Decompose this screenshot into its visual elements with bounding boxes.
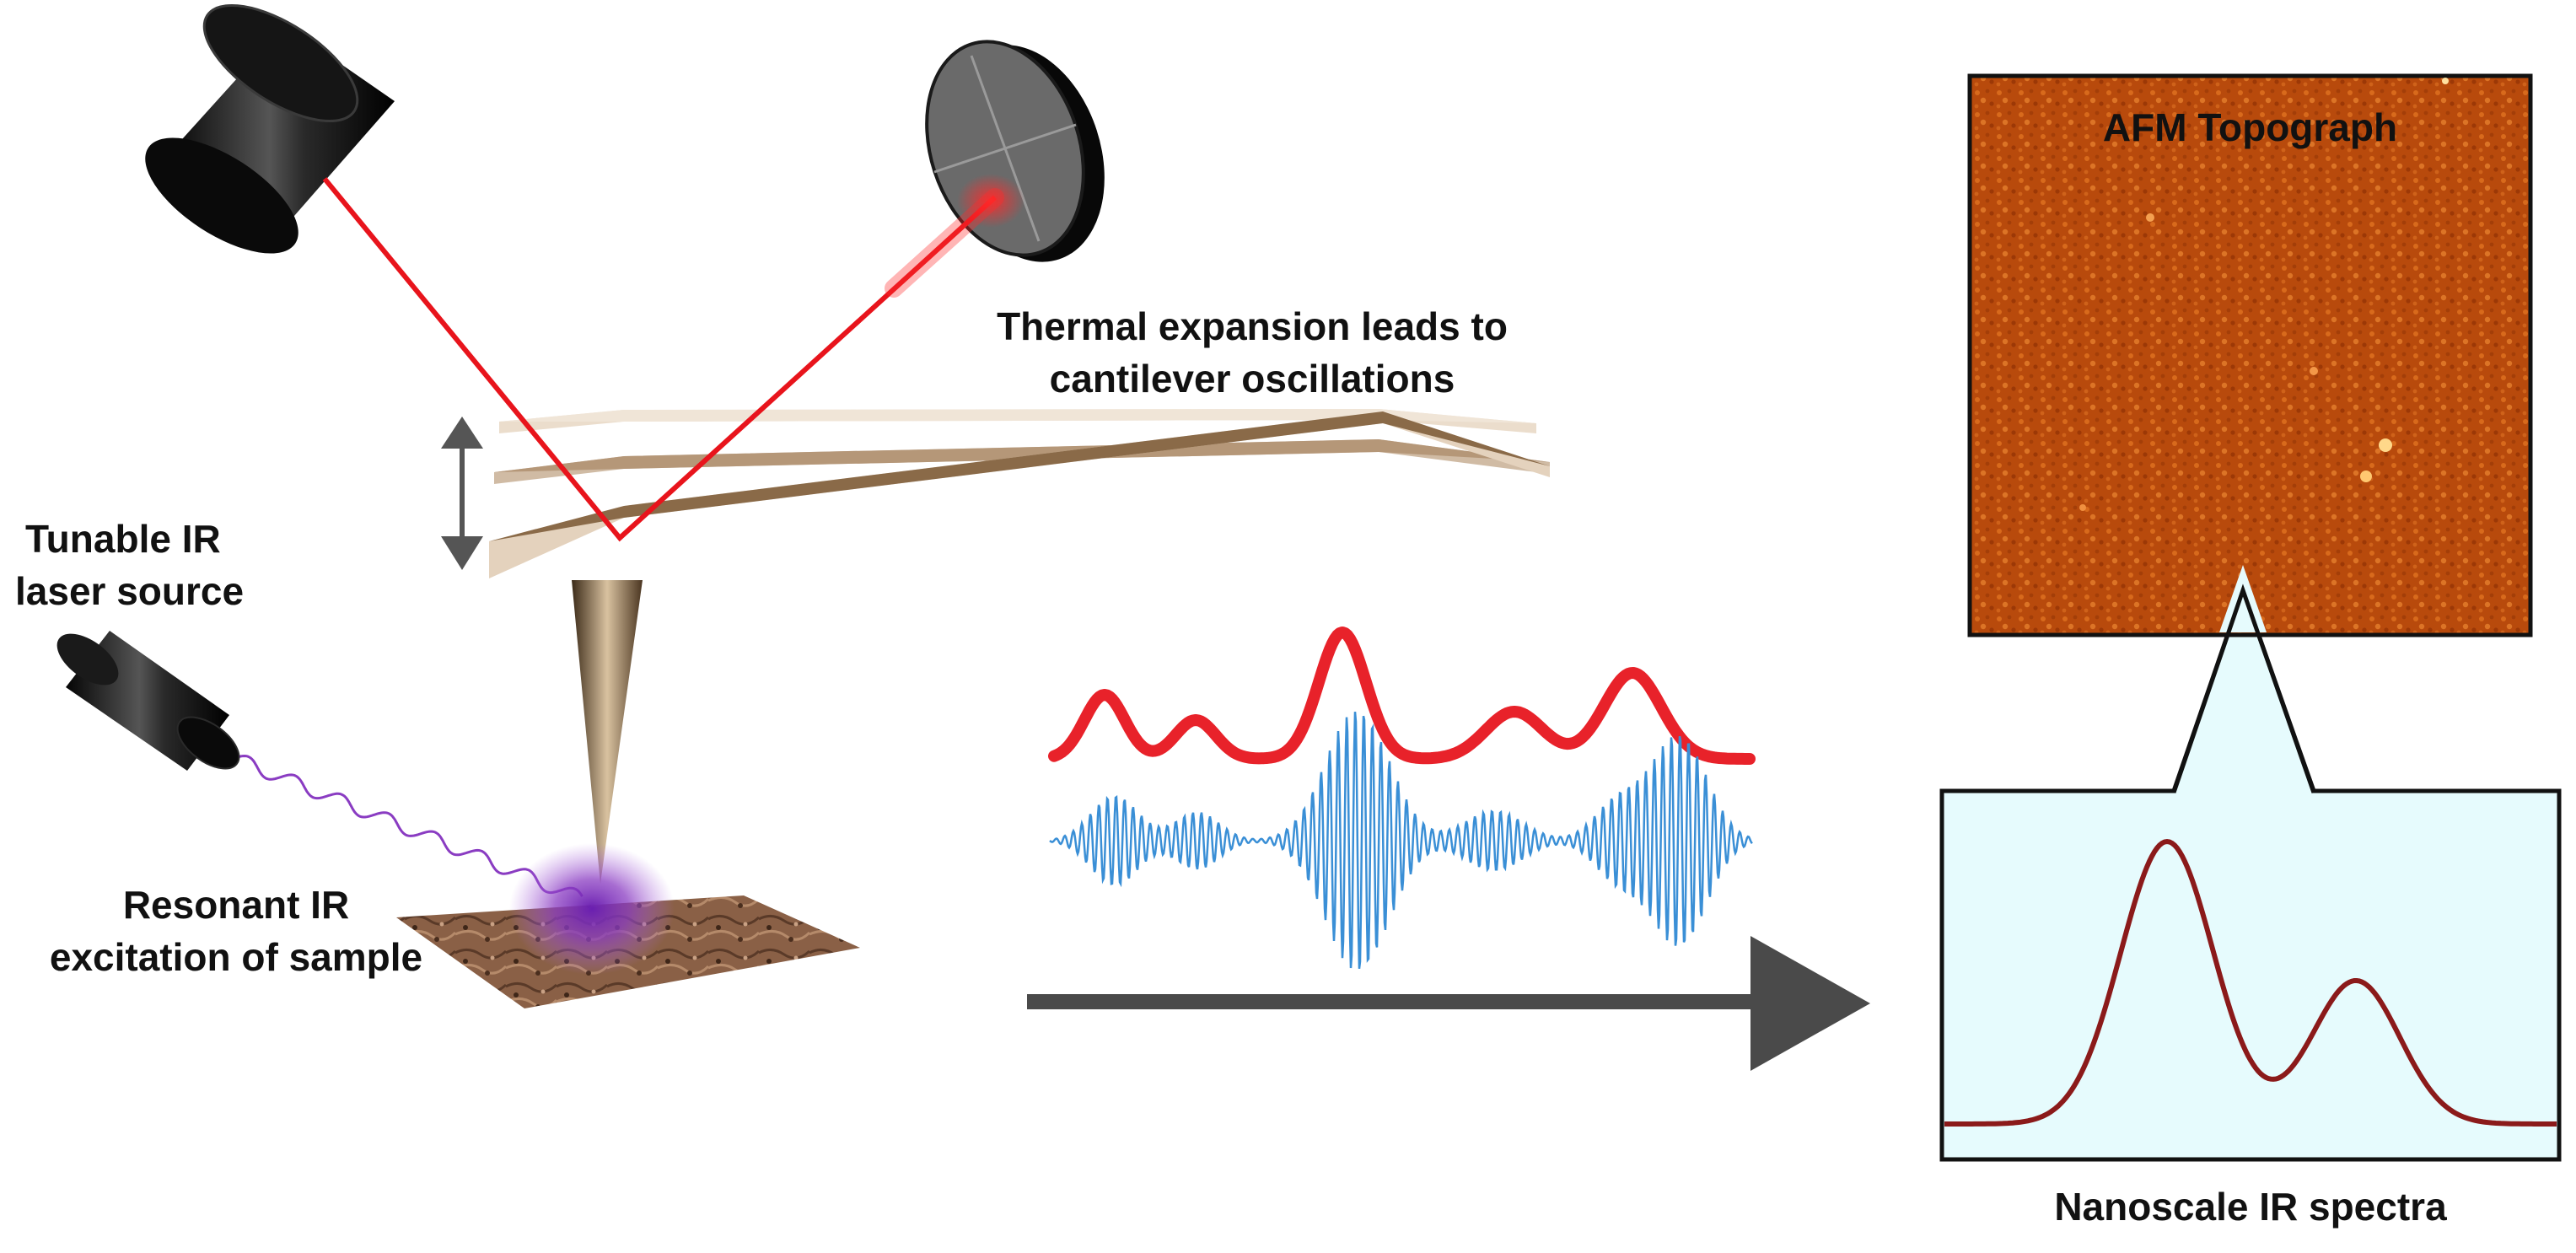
resonant-label-line-2: excitation of sample bbox=[49, 935, 423, 979]
thermal-expansion-label: Thermal expansion leads to cantilever os… bbox=[932, 300, 1573, 405]
tunable-label-line-2: laser source bbox=[15, 569, 245, 613]
oscillation-arrow bbox=[441, 417, 483, 570]
ir-excitation bbox=[209, 748, 675, 975]
tunable-ir-label: Tunable IR laser source bbox=[15, 513, 319, 617]
spectrum-line bbox=[1944, 838, 2557, 1127]
thermal-label-line-2: cantilever oscillations bbox=[1049, 357, 1455, 401]
resonant-label-line-1: Resonant IR bbox=[122, 883, 350, 927]
process-arrow bbox=[1027, 936, 1870, 1071]
cantilever bbox=[489, 409, 1550, 578]
laser-emitter-icon bbox=[145, 3, 395, 254]
spectra-caption: Nanoscale IR spectra bbox=[2054, 1185, 2447, 1229]
thermal-label-line-1: Thermal expansion leads to bbox=[997, 304, 1508, 348]
laser-beam bbox=[322, 174, 1024, 542]
absorption-curve bbox=[1048, 626, 1756, 765]
tunable-label-line-1: Tunable IR bbox=[25, 517, 221, 561]
afm-topograph-title: AFM Topograph bbox=[2102, 105, 2398, 149]
ir-laser-source-icon bbox=[56, 631, 240, 771]
afm-tip-icon bbox=[572, 580, 643, 884]
afm-topograph-panel bbox=[1967, 73, 2533, 793]
resonant-ir-label: Resonant IR excitation of sample bbox=[0, 879, 472, 983]
oscillation-signal bbox=[1049, 711, 1753, 969]
spectrum-panel bbox=[1939, 583, 2562, 1162]
